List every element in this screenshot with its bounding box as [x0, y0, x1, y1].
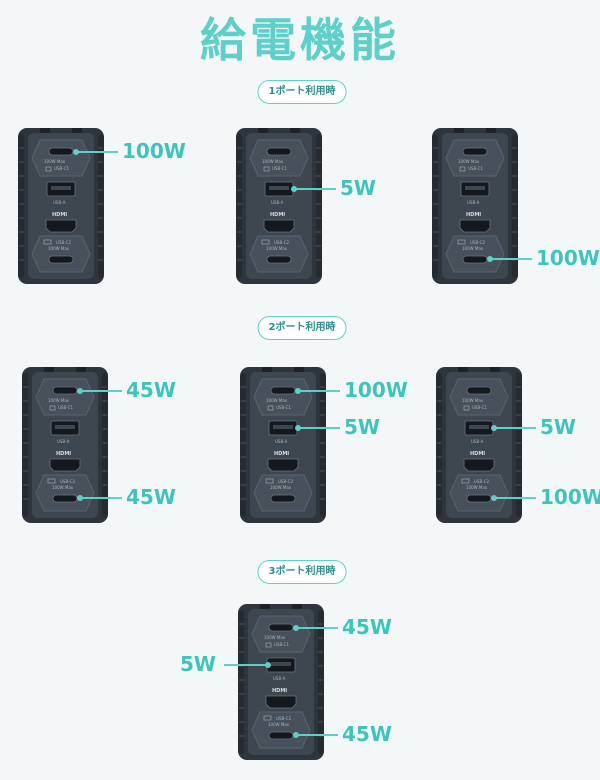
- section-label-1port: 1ポート利用時: [257, 80, 347, 104]
- svg-text:USB-A: USB-A: [57, 439, 70, 444]
- svg-text:USB-C2: USB-C2: [278, 479, 293, 484]
- svg-text:USB-A: USB-A: [53, 200, 66, 205]
- svg-text:USB-C1: USB-C1: [468, 166, 483, 171]
- svg-text:HDMI: HDMI: [270, 212, 285, 218]
- section-label-2port: 2ポート利用時: [257, 316, 347, 340]
- svg-text:HDMI: HDMI: [274, 451, 289, 457]
- svg-text:USB-C2: USB-C2: [274, 240, 289, 245]
- svg-text:USB-C2: USB-C2: [276, 716, 291, 721]
- charger-device: 100W Max USB-C1 USB-A HDMI USB-C2 100W M…: [436, 367, 522, 523]
- port-wattage-c1: 100W: [344, 378, 408, 402]
- port-leader-line: [491, 425, 536, 431]
- svg-text:100W Max: 100W Max: [48, 246, 70, 251]
- svg-text:USB-C1: USB-C1: [272, 166, 287, 171]
- port-wattage-c1: 45W: [342, 615, 392, 639]
- port-wattage-a: 5W: [180, 652, 216, 676]
- svg-text:USB-A: USB-A: [273, 676, 286, 681]
- svg-text:100W Max: 100W Max: [262, 159, 284, 164]
- svg-text:100W Max: 100W Max: [270, 485, 292, 490]
- port-wattage-a: 5W: [540, 415, 576, 439]
- svg-text:USB-C1: USB-C1: [276, 405, 291, 410]
- svg-text:100W Max: 100W Max: [264, 635, 286, 640]
- charger-device: 100W Max USB-C1 USB-A HDMI USB-C2 100W M…: [432, 128, 518, 284]
- svg-text:USB-C1: USB-C1: [274, 642, 289, 647]
- port-wattage-c2: 100W: [536, 246, 600, 270]
- svg-text:USB-A: USB-A: [271, 200, 284, 205]
- charger-device: 100W Max USB-C1 USB-A HDMI USB-C2 100W M…: [236, 128, 322, 284]
- port-leader-line: [491, 495, 536, 501]
- svg-text:USB-A: USB-A: [471, 439, 484, 444]
- charger-device: 100W Max USB-C1 USB-A HDMI USB-C2 100W M…: [240, 367, 326, 523]
- svg-text:HDMI: HDMI: [272, 688, 287, 694]
- svg-text:USB-C1: USB-C1: [472, 405, 487, 410]
- port-wattage-c1: 100W: [122, 139, 186, 163]
- section-label-3port: 3ポート利用時: [257, 560, 347, 584]
- svg-text:USB-C1: USB-C1: [54, 166, 69, 171]
- port-leader-line: [77, 495, 122, 501]
- port-leader-line: [291, 186, 336, 192]
- svg-text:HDMI: HDMI: [466, 212, 481, 218]
- svg-text:USB-C1: USB-C1: [58, 405, 73, 410]
- port-wattage-a: 5W: [340, 176, 376, 200]
- svg-text:HDMI: HDMI: [470, 451, 485, 457]
- svg-text:100W Max: 100W Max: [52, 485, 74, 490]
- port-leader-line: [295, 388, 340, 394]
- svg-text:100W Max: 100W Max: [266, 398, 288, 403]
- svg-text:100W Max: 100W Max: [44, 159, 66, 164]
- svg-text:100W Max: 100W Max: [462, 398, 484, 403]
- port-leader-line: [487, 256, 532, 262]
- page-title: 給電機能: [200, 13, 400, 67]
- svg-text:USB-C2: USB-C2: [60, 479, 75, 484]
- port-leader-line: [77, 388, 122, 394]
- svg-text:HDMI: HDMI: [52, 212, 67, 218]
- svg-text:100W Max: 100W Max: [266, 246, 288, 251]
- svg-text:HDMI: HDMI: [56, 451, 71, 457]
- port-wattage-a: 5W: [344, 415, 380, 439]
- svg-text:USB-A: USB-A: [275, 439, 288, 444]
- port-leader-line: [293, 625, 338, 631]
- port-wattage-c2: 45W: [126, 485, 176, 509]
- svg-text:USB-C2: USB-C2: [56, 240, 71, 245]
- svg-text:USB-C2: USB-C2: [474, 479, 489, 484]
- svg-text:100W Max: 100W Max: [462, 246, 484, 251]
- port-leader-line: [224, 664, 268, 666]
- svg-text:100W Max: 100W Max: [268, 722, 290, 727]
- svg-text:USB-A: USB-A: [467, 200, 480, 205]
- port-wattage-c2: 100W: [540, 485, 600, 509]
- port-wattage-c2: 45W: [342, 722, 392, 746]
- port-leader-line: [293, 732, 338, 738]
- svg-text:100W Max: 100W Max: [466, 485, 488, 490]
- port-leader-line: [73, 149, 118, 155]
- port-leader-line: [295, 425, 340, 431]
- svg-text:100W Max: 100W Max: [458, 159, 480, 164]
- port-wattage-c1: 45W: [126, 378, 176, 402]
- svg-text:USB-C2: USB-C2: [470, 240, 485, 245]
- svg-text:100W Max: 100W Max: [48, 398, 70, 403]
